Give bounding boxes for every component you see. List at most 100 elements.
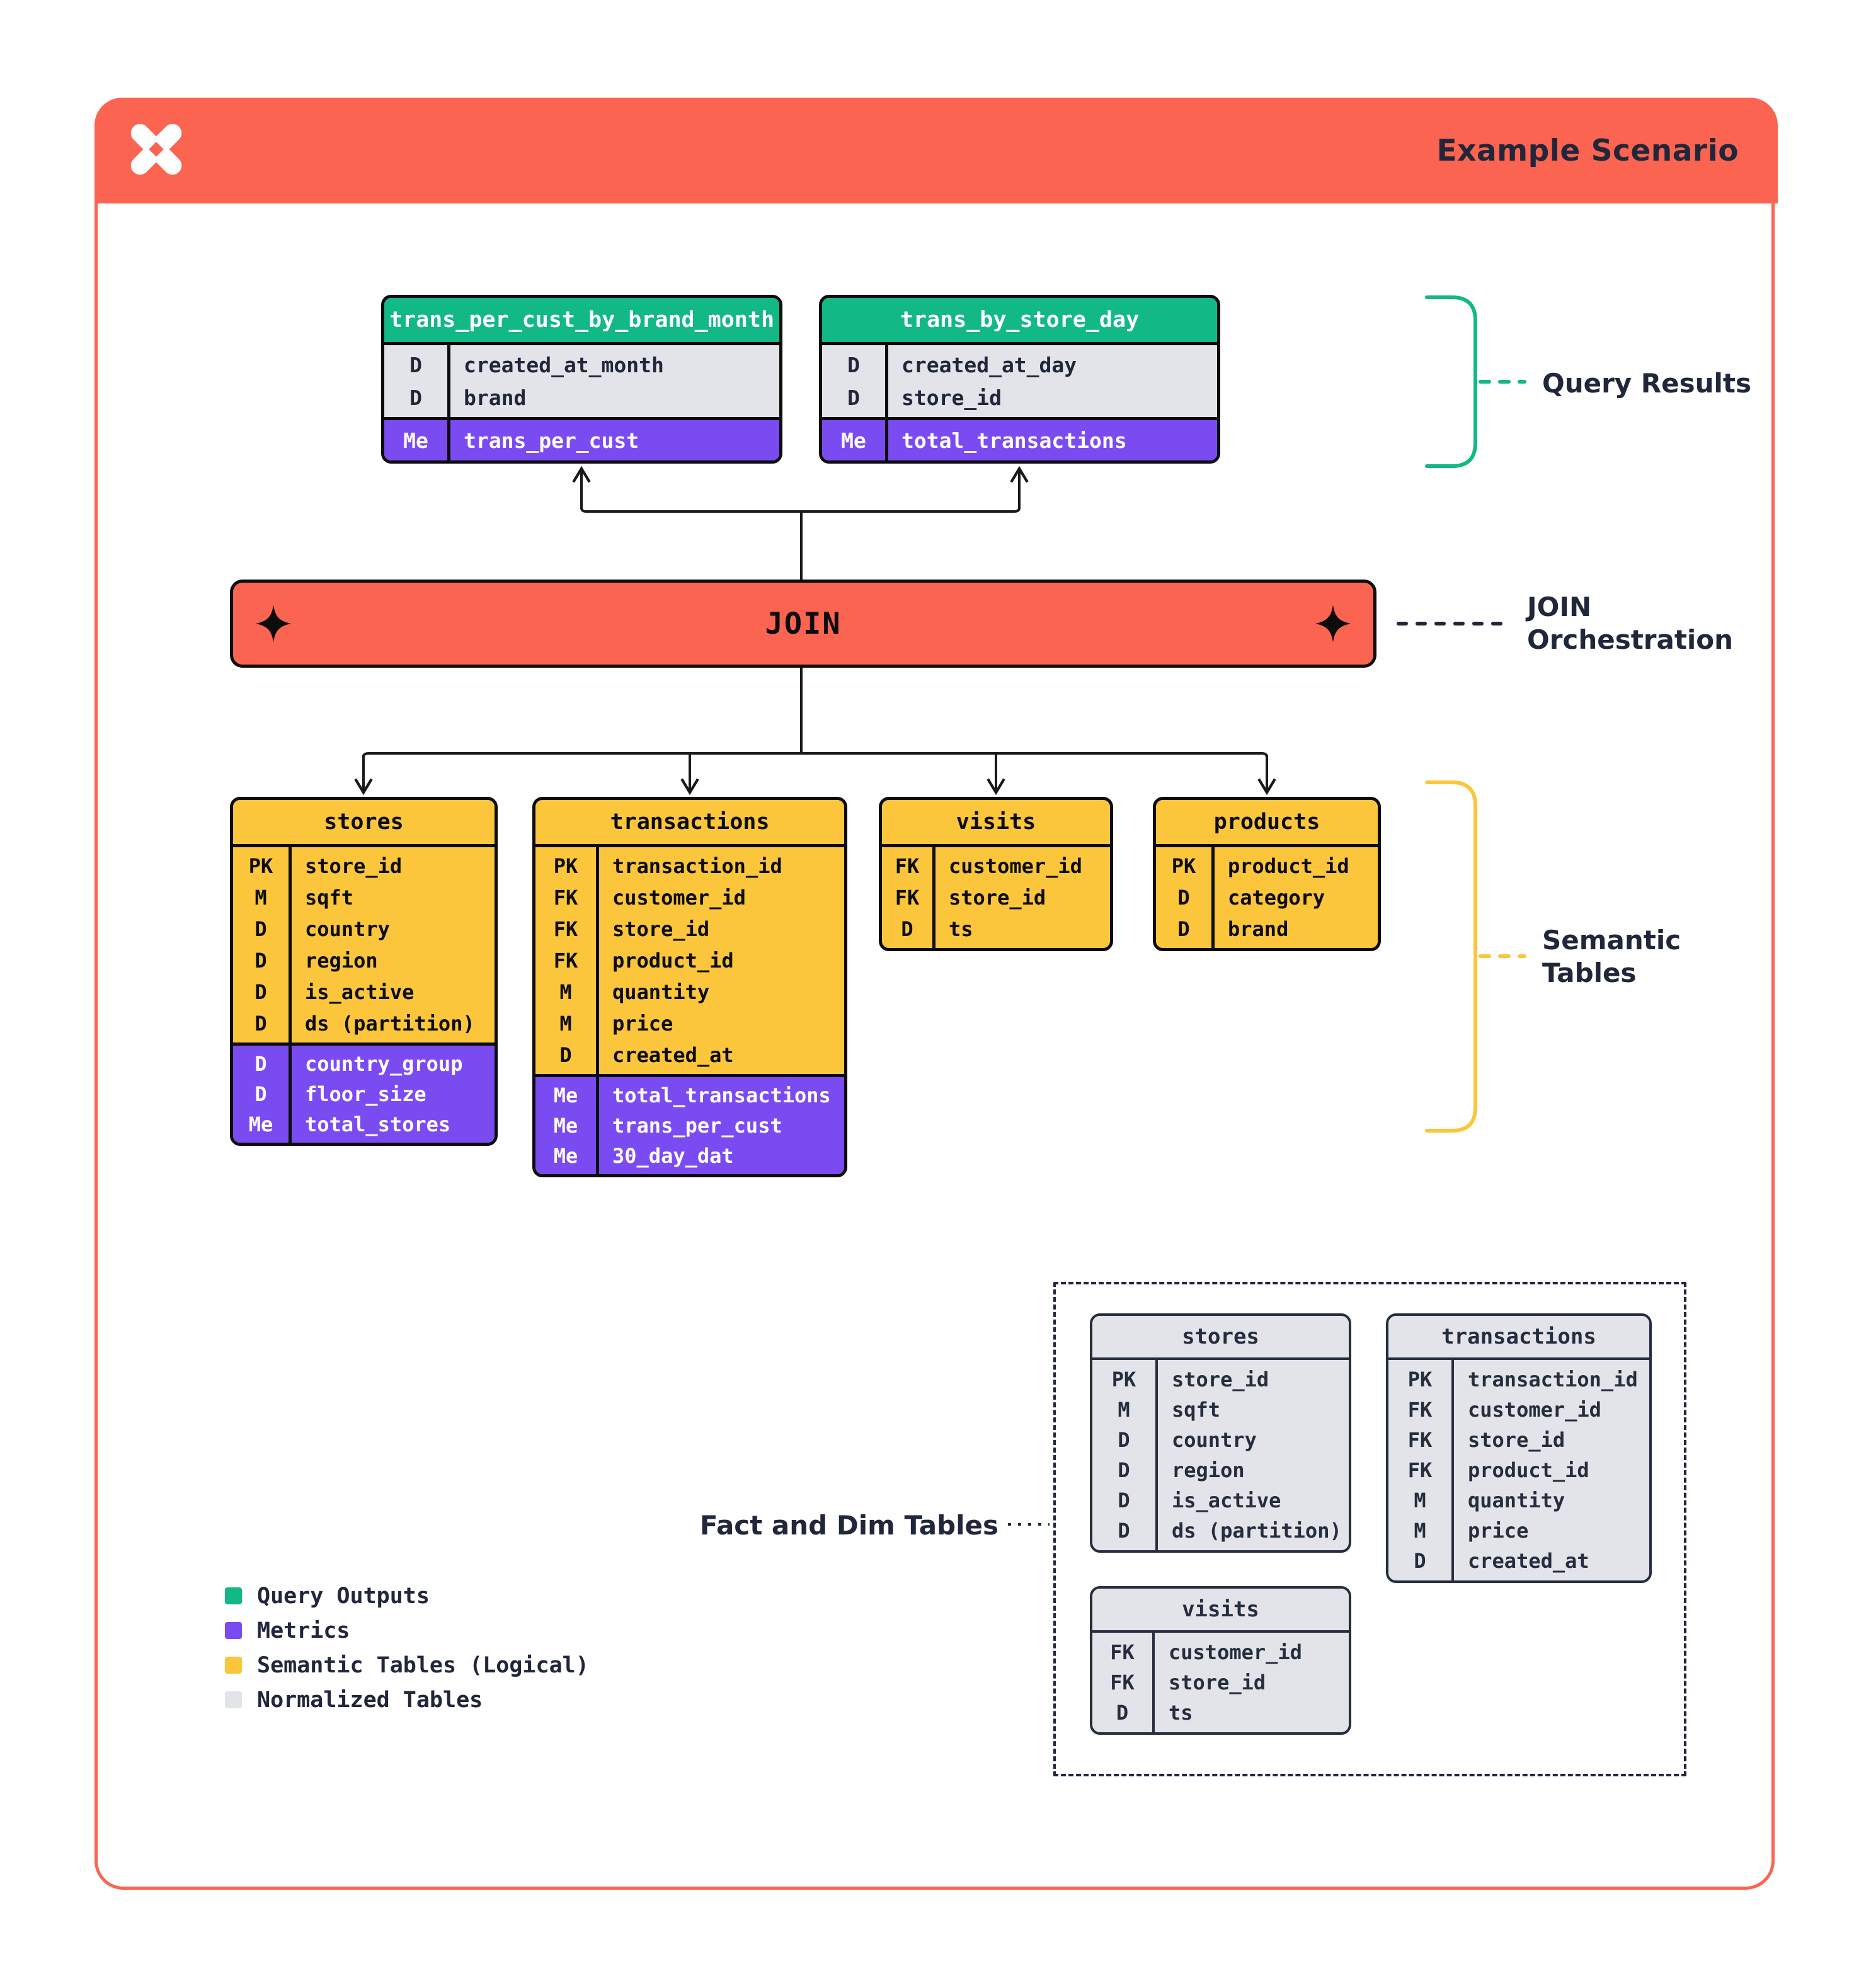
query-results-label: Query Results [1542,368,1752,399]
page-title: Example Scenario [1436,133,1739,168]
x-star-logo-icon [123,117,189,182]
field-name: customer_id [949,854,1082,878]
field-name: created_at_day [901,352,1077,377]
field-name: sqft [305,886,354,910]
field-type-badge: D [1118,1488,1130,1512]
field-type-badge: D [1118,1458,1130,1482]
field-type-badge: FK [553,949,578,973]
field-type-badge: PK [1171,854,1196,878]
field-type-badge: D [847,352,860,377]
field-name: ds (partition) [1172,1519,1342,1543]
table-row: FK store_id [882,882,1110,913]
field-name: created_at [1468,1549,1589,1573]
field-name: total_transactions [901,428,1127,453]
table-row: FK product_id [1388,1455,1649,1485]
field-name: store_id [305,854,403,878]
field-name: transaction_id [612,854,782,878]
field-name: product_id [1228,854,1349,878]
field-type-badge: D [1414,1549,1426,1573]
legend-item-semantic-tables: Semantic Tables (Logical) [225,1648,589,1682]
field-type-badge: D [1118,1519,1130,1543]
field-type-badge: PK [1407,1368,1433,1391]
field-name: is_active [305,980,415,1004]
field-name: ds (partition) [305,1012,475,1036]
legend-label: Semantic Tables (Logical) [257,1652,589,1678]
table-header: visits [1092,1589,1349,1630]
field-name: store_id [1169,1671,1266,1694]
field-name: product_id [1468,1458,1589,1482]
join-orchestration-label-line1: JOIN [1527,591,1592,622]
field-name: trans_per_cust [612,1114,782,1138]
field-type-badge: D [1177,917,1190,941]
field-type-badge: Me [553,1083,578,1107]
field-type-badge: FK [895,886,920,910]
field-type-badge: Me [553,1114,578,1138]
field-type-badge: D [1177,886,1190,910]
field-type-badge: D [255,917,267,941]
field-type-badge: FK [1407,1458,1433,1482]
field-type-badge: D [559,1043,572,1067]
join-orchestration-label: JOIN Orchestration [1527,591,1733,656]
field-name: brand [464,385,527,410]
field-name: created_at [612,1043,734,1067]
field-type-badge: FK [1407,1428,1433,1452]
semantic-tables-swatch-icon [225,1657,242,1674]
field-type-badge: PK [248,854,273,878]
field-type-badge: M [1414,1488,1426,1512]
field-type-badge: FK [1110,1671,1135,1694]
field-type-badge: D [409,352,422,377]
legend-label: Metrics [257,1618,350,1643]
field-name: ts [949,917,973,941]
field-name: price [612,1012,673,1036]
field-type-badge: D [847,385,860,410]
field-type-badge: Me [403,428,428,453]
card-header: Example Scenario [94,98,1778,203]
table-row: PK product_id [1156,850,1378,882]
field-name: store_id [1172,1368,1269,1391]
join-orchestration-label-line2: Orchestration [1527,624,1734,655]
legend-item-query-outputs: Query Outputs [225,1579,589,1613]
field-name: total_stores [305,1112,451,1136]
join-orchestration-bar: JOIN [230,580,1376,668]
field-name: region [305,949,378,973]
field-type-badge: Me [553,1144,578,1168]
table-header: stores [1092,1316,1349,1357]
field-name: store_id [901,385,1002,410]
field-type-badge: FK [553,886,578,910]
legend-label: Query Outputs [257,1583,430,1609]
field-name: store_id [949,886,1046,910]
